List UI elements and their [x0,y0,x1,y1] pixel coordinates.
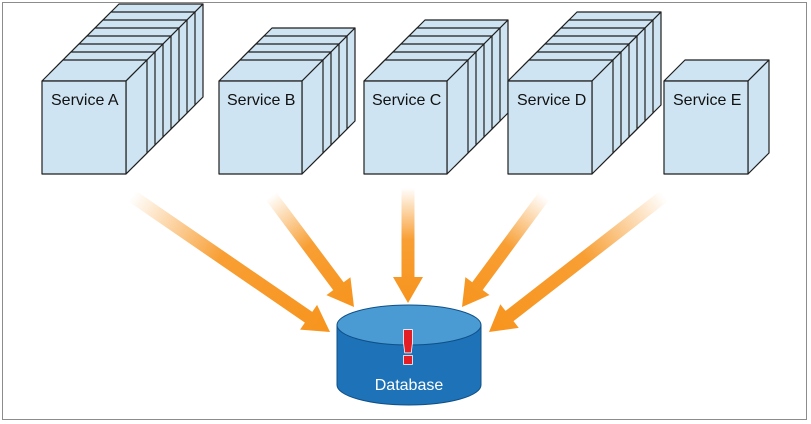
service-a-server-stack [41,3,204,175]
arrow-service-e [489,190,668,332]
server-side-face [446,59,469,175]
server-front-face [663,80,749,175]
service-b-server-stack [218,27,356,175]
database-cylinder-top [336,304,482,346]
server-side-face [591,59,614,175]
service-b-node: Service B [218,27,356,175]
arrow-service-c [393,188,423,303]
service-d-label: Service D [517,92,586,109]
service-a-label: Service A [51,92,119,109]
alert-icon: ! [398,321,419,375]
service-d-node: Service D [507,11,662,175]
database-cylinder-body [336,324,482,406]
arrow-service-b [265,192,354,307]
arrow-service-d [462,192,550,307]
arrow-service-a [128,190,330,332]
server-front-face [507,80,593,175]
server-front-face [363,80,448,175]
service-c-server-stack [363,19,509,175]
service-c-node: Service C [363,19,509,175]
service-e-node: Service E [663,59,770,175]
database-node: ! Database [336,304,482,406]
service-e-server-stack [663,59,770,175]
service-e-label: Service E [673,92,741,109]
service-a-node: Service A [41,3,204,175]
service-b-label: Service B [227,92,295,109]
database-label: Database [375,377,444,394]
server-front-face [218,80,303,175]
server-side-face [747,59,770,175]
service-c-label: Service C [372,92,441,109]
service-d-server-stack [507,11,662,175]
server-side-face [125,59,148,175]
server-front-face [41,80,127,175]
server-side-face [301,59,324,175]
arrows-layer [128,188,668,332]
